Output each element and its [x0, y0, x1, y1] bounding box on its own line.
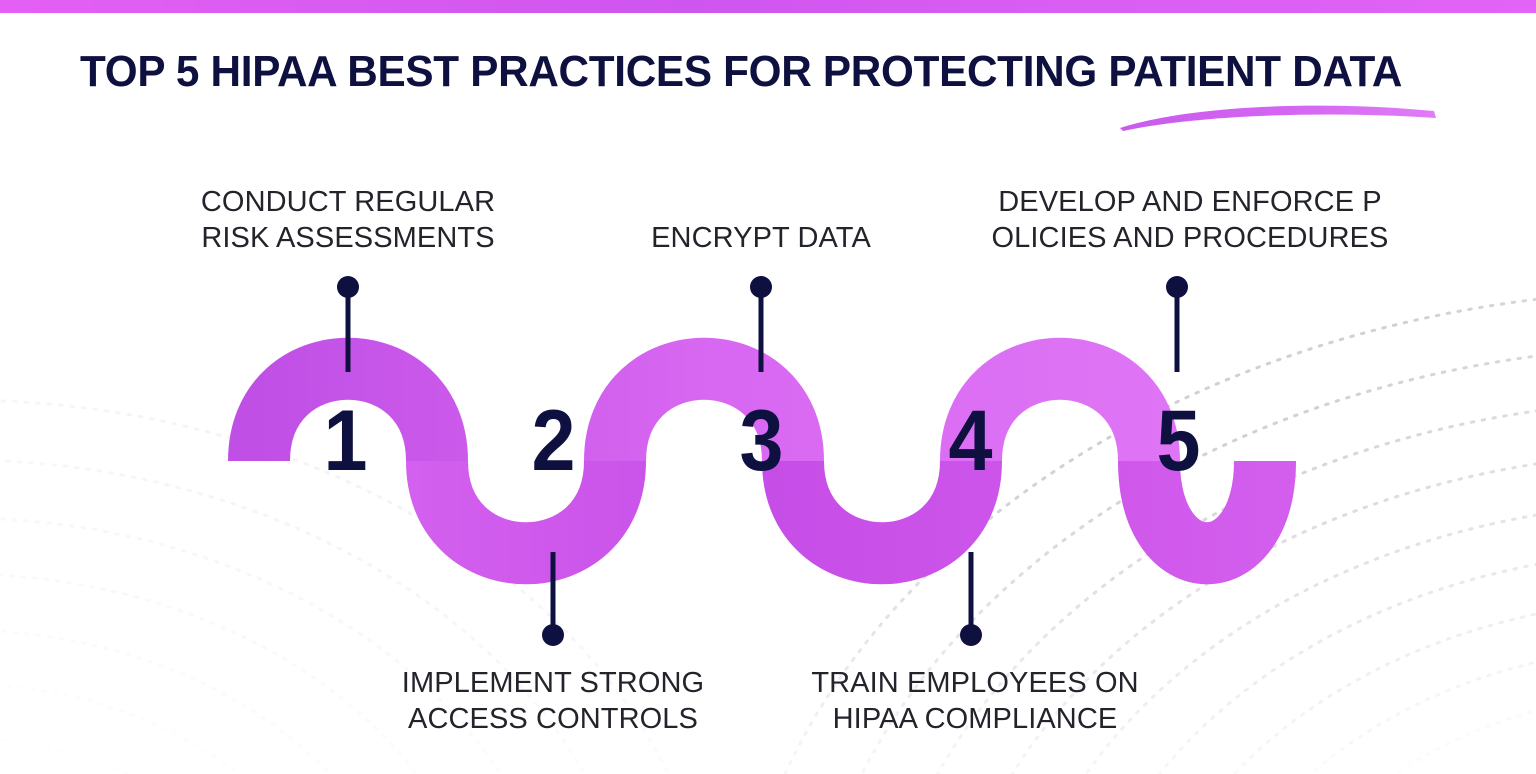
connector-group-1: [337, 276, 359, 372]
step-label-5: DEVELOP AND ENFORCE P OLICIES AND PROCED…: [991, 186, 1389, 254]
step-number-5: 5: [1156, 393, 1200, 489]
connector-group-3: [750, 276, 772, 372]
step-number-2: 2: [531, 393, 575, 489]
step-number-3: 3: [739, 393, 783, 489]
step-number-4: 4: [948, 393, 992, 489]
step-label-3: ENCRYPT DATA: [651, 222, 871, 254]
step-label-4: TRAIN EMPLOYEES ON HIPAA COMPLIANCE: [811, 667, 1139, 735]
connector-group-2: [542, 552, 564, 646]
top-accent-bar: [0, 0, 1536, 13]
title-underline-swoosh: [1120, 105, 1436, 131]
connector-group-5: [1166, 276, 1188, 372]
page-title-wrap: TOP 5 HIPAA BEST PRACTICES FOR PROTECTIN…: [80, 46, 1460, 131]
step-label-2: IMPLEMENT STRONG ACCESS CONTROLS: [401, 667, 705, 735]
step-label-1: CONDUCT REGULAR RISK ASSESSMENTS: [200, 186, 496, 254]
page-title: TOP 5 HIPAA BEST PRACTICES FOR PROTECTIN…: [80, 47, 1403, 96]
step-number-1: 1: [323, 393, 367, 489]
connector-group-4: [960, 552, 982, 646]
